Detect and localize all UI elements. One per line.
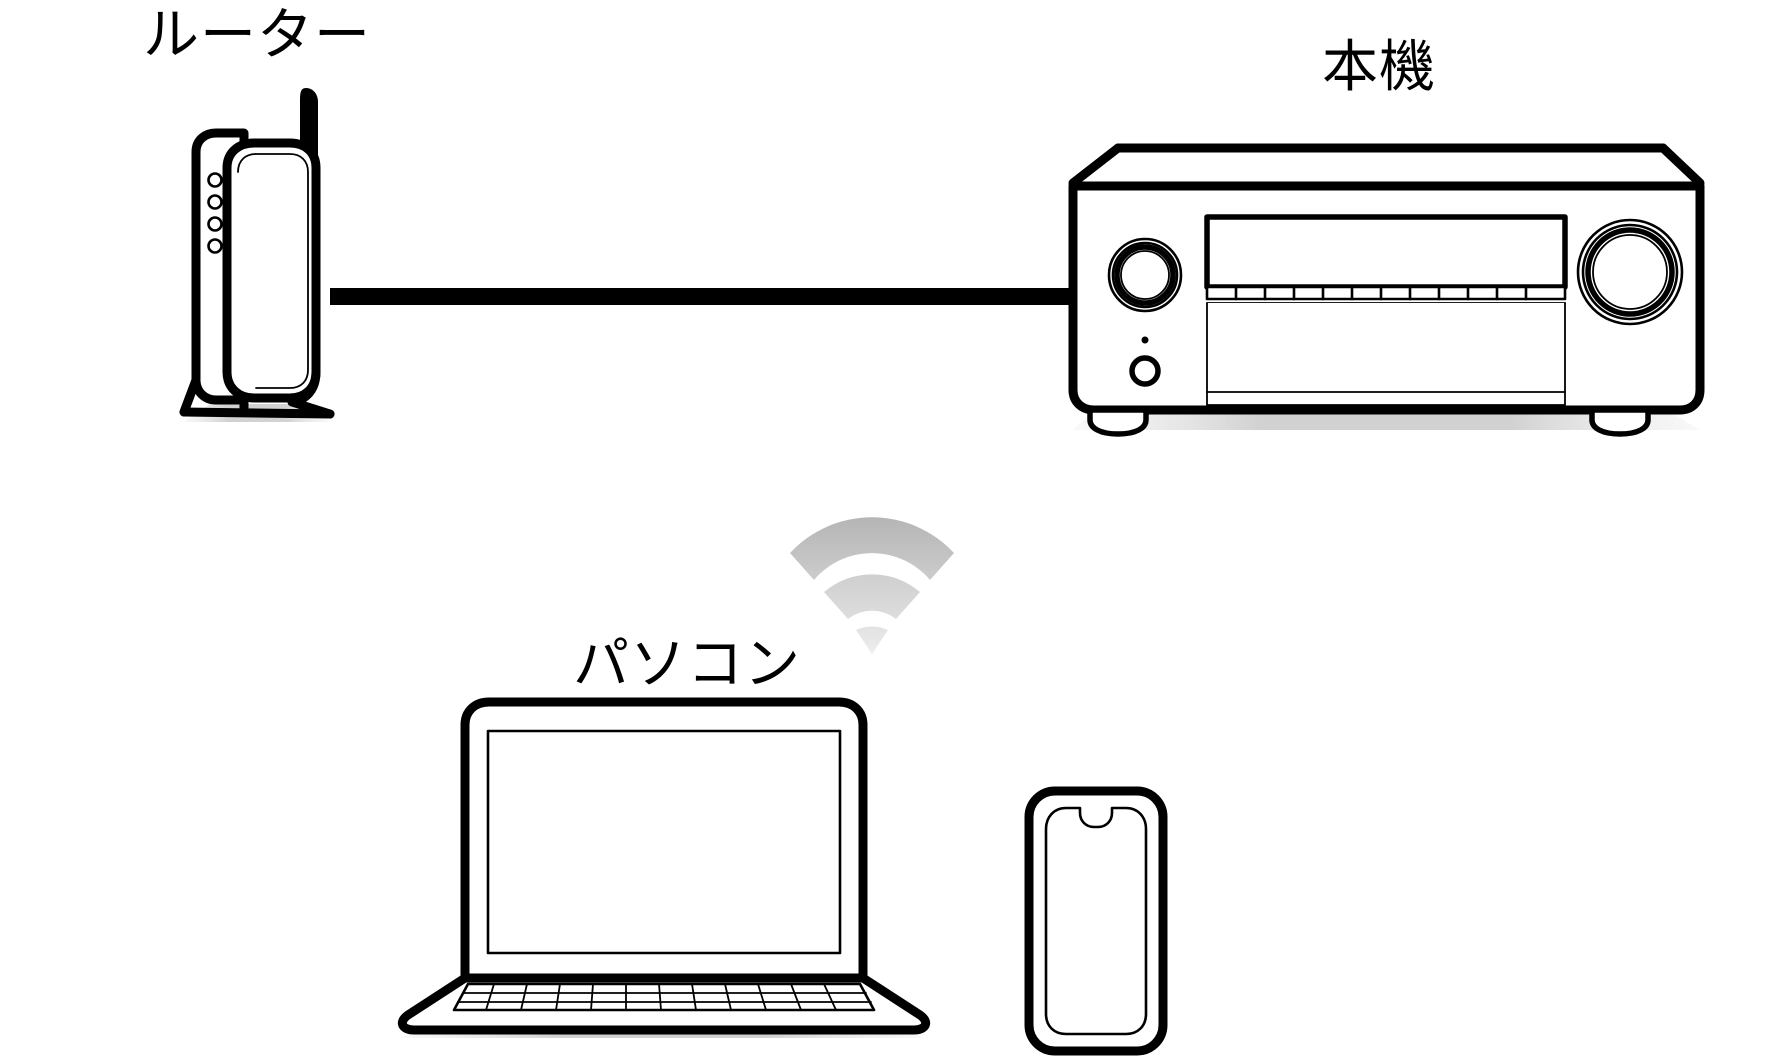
- receiver-feet: [1087, 407, 1651, 437]
- wifi-arc-middle: [824, 574, 920, 619]
- wifi-icon: [790, 517, 954, 654]
- label-computer: パソコン: [573, 632, 801, 697]
- wifi-arc-outer: [790, 517, 954, 580]
- router-body: [222, 138, 321, 403]
- receiver-button-row: [1205, 285, 1567, 301]
- router-device: [179, 88, 335, 422]
- receiver-power-button[interactable]: [1129, 355, 1161, 387]
- receiver-right-knob[interactable]: [1576, 218, 1684, 326]
- receiver-top-right-edge: [1658, 143, 1705, 188]
- ethernet-cable: [330, 288, 1070, 305]
- receiver-ir-sensor: [1141, 336, 1149, 344]
- laptop-device: [397, 697, 931, 1038]
- receiver-left-knob[interactable]: [1107, 237, 1183, 313]
- receiver-top-left-edge: [1068, 143, 1123, 188]
- label-receiver: 本機: [1322, 35, 1436, 100]
- router-stand: [179, 367, 335, 419]
- router-status-leds: [207, 172, 223, 254]
- receiver-display-panel: [1204, 214, 1568, 406]
- laptop-keyboard[interactable]: [452, 982, 876, 1012]
- smartphone-device: [1024, 786, 1168, 1056]
- label-router: ルーター: [143, 3, 371, 68]
- wifi-arc-inner: [856, 626, 888, 654]
- router-body-highlight: [237, 153, 309, 389]
- laptop-screen: [486, 729, 842, 955]
- smartphone-screen[interactable]: [1044, 806, 1148, 1036]
- receiver-device: [1068, 143, 1705, 437]
